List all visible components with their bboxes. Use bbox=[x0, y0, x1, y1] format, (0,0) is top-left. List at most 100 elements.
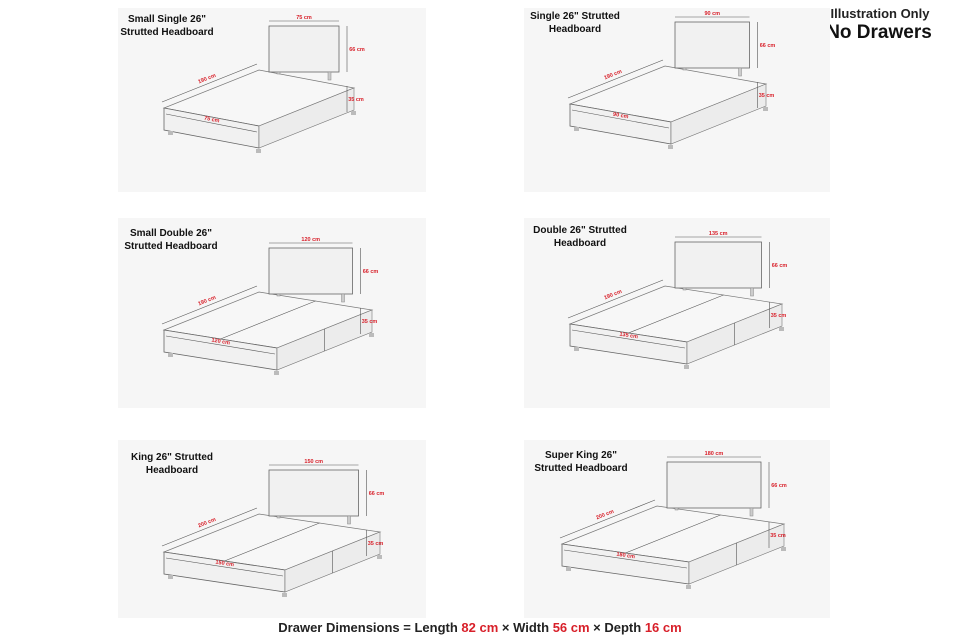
headboard-strut bbox=[682, 67, 687, 71]
dim-line-length bbox=[559, 499, 656, 539]
base-split-line bbox=[224, 522, 320, 562]
dim-line-base-width bbox=[571, 109, 670, 129]
foot bbox=[684, 365, 689, 369]
dim-label-base-height: 35 cm bbox=[362, 319, 378, 325]
dim-label-base-height: 35 cm bbox=[348, 97, 364, 103]
headboard-strut bbox=[341, 293, 345, 303]
bed-illustration-double: 135 cm 66 cm 35 cm 190 cm 135 cm bbox=[567, 231, 788, 369]
headboard bbox=[666, 461, 762, 509]
base-split-line bbox=[220, 300, 316, 340]
foot bbox=[668, 145, 673, 149]
headboard-strut bbox=[276, 71, 281, 75]
drawer-depth: 16 cm bbox=[644, 620, 682, 635]
drawer-length: 82 cm bbox=[461, 620, 499, 635]
dim-label-hb-height: 66 cm bbox=[369, 491, 385, 497]
dim-label-base-width: 75 cm bbox=[203, 116, 220, 125]
headboard-strut bbox=[682, 287, 687, 291]
dim-label-length: 190 cm bbox=[603, 289, 623, 302]
foot bbox=[779, 327, 784, 331]
dim-label-hb-height: 66 cm bbox=[349, 47, 365, 53]
foot bbox=[168, 353, 173, 357]
dim-label-base-height: 35 cm bbox=[759, 93, 775, 99]
dim-label-base-height: 35 cm bbox=[771, 313, 787, 319]
bed-title-small-single: Small Single 26"Strutted Headboard bbox=[120, 14, 214, 38]
dim-label-hb-height: 66 cm bbox=[363, 269, 379, 275]
dim-line-length bbox=[161, 63, 258, 103]
foot bbox=[763, 107, 768, 111]
dim-label-hb-width: 150 cm bbox=[304, 459, 323, 465]
base-side bbox=[258, 87, 355, 149]
dim-label-hb-width: 135 cm bbox=[709, 231, 728, 237]
dim-label-length: 200 cm bbox=[595, 509, 615, 522]
headboard bbox=[268, 247, 353, 295]
dim-label-base-width: 135 cm bbox=[619, 332, 638, 341]
bed-illustration-single: 90 cm 66 cm 35 cm 190 cm 90 cm bbox=[567, 11, 776, 149]
dim-line-base-width bbox=[165, 557, 284, 577]
headboard-strut bbox=[749, 507, 754, 517]
foot bbox=[274, 371, 279, 375]
foot bbox=[781, 547, 786, 551]
no-drawers-label: No Drawers bbox=[826, 22, 932, 43]
dim-line-length bbox=[567, 279, 664, 319]
foot bbox=[574, 127, 579, 131]
dim-label-hb-height: 66 cm bbox=[771, 483, 787, 489]
foot bbox=[686, 585, 691, 589]
headboard bbox=[268, 469, 359, 517]
illustration-only-label: Illustration Only bbox=[830, 6, 930, 21]
dim-label-base-height: 35 cm bbox=[770, 533, 786, 539]
dim-label-hb-height: 66 cm bbox=[760, 43, 776, 49]
foot bbox=[377, 555, 382, 559]
dim-label-hb-width: 120 cm bbox=[301, 237, 320, 243]
dim-label-hb-height: 66 cm bbox=[772, 263, 788, 269]
headboard-strut bbox=[276, 515, 281, 519]
dim-line-base-width bbox=[563, 549, 688, 569]
headboard-strut bbox=[674, 507, 679, 511]
headboard bbox=[674, 241, 762, 289]
foot bbox=[566, 567, 571, 571]
headboard-strut bbox=[738, 67, 742, 77]
dim-label-base-width: 150 cm bbox=[215, 560, 234, 569]
headboard-strut bbox=[347, 515, 351, 525]
dim-label-base-width: 120 cm bbox=[211, 338, 230, 347]
drawer-width: 56 cm bbox=[552, 620, 590, 635]
dim-label-hb-width: 75 cm bbox=[296, 15, 312, 21]
headboard bbox=[268, 25, 340, 73]
foot bbox=[282, 593, 287, 597]
foot bbox=[168, 131, 173, 135]
foot bbox=[256, 149, 261, 153]
dim-line-base-width bbox=[571, 329, 686, 349]
dim-line-length bbox=[161, 507, 258, 547]
dim-label-length: 200 cm bbox=[197, 517, 217, 530]
dim-line-base-width bbox=[165, 113, 258, 133]
dim-label-length: 190 cm bbox=[197, 295, 217, 308]
foot bbox=[369, 333, 374, 337]
drawer-dimensions: Drawer Dimensions = Length 82 cm × Width… bbox=[278, 620, 682, 635]
foot bbox=[574, 347, 579, 351]
base-split-line bbox=[628, 294, 724, 334]
headboard-strut bbox=[327, 71, 332, 81]
base-split-line bbox=[625, 514, 721, 554]
dim-label-length: 190 cm bbox=[197, 73, 217, 86]
headboard-strut bbox=[276, 293, 281, 297]
foot bbox=[168, 575, 173, 579]
bed-illustration-small-single: 75 cm 66 cm 35 cm 190 cm 75 cm bbox=[161, 15, 365, 153]
dim-label-length: 190 cm bbox=[603, 69, 623, 82]
foot bbox=[351, 111, 356, 115]
dim-line-base-width bbox=[165, 335, 276, 355]
base-side bbox=[670, 83, 767, 145]
dim-line-length bbox=[161, 285, 258, 325]
headboard-strut bbox=[750, 287, 754, 297]
dim-label-base-height: 35 cm bbox=[368, 541, 384, 547]
dim-label-hb-width: 90 cm bbox=[704, 11, 720, 17]
bed-illustration-small-double: 120 cm 66 cm 35 cm 190 cm 120 cm bbox=[161, 237, 379, 375]
headboard bbox=[674, 21, 750, 69]
dim-label-base-width: 90 cm bbox=[612, 112, 629, 121]
bed-title-small-double: Small Double 26"Strutted Headboard bbox=[124, 228, 218, 252]
bed-title-super-king: Super King 26"Strutted Headboard bbox=[534, 450, 628, 474]
dim-label-base-width: 180 cm bbox=[616, 552, 635, 561]
dim-line-length bbox=[567, 59, 664, 99]
